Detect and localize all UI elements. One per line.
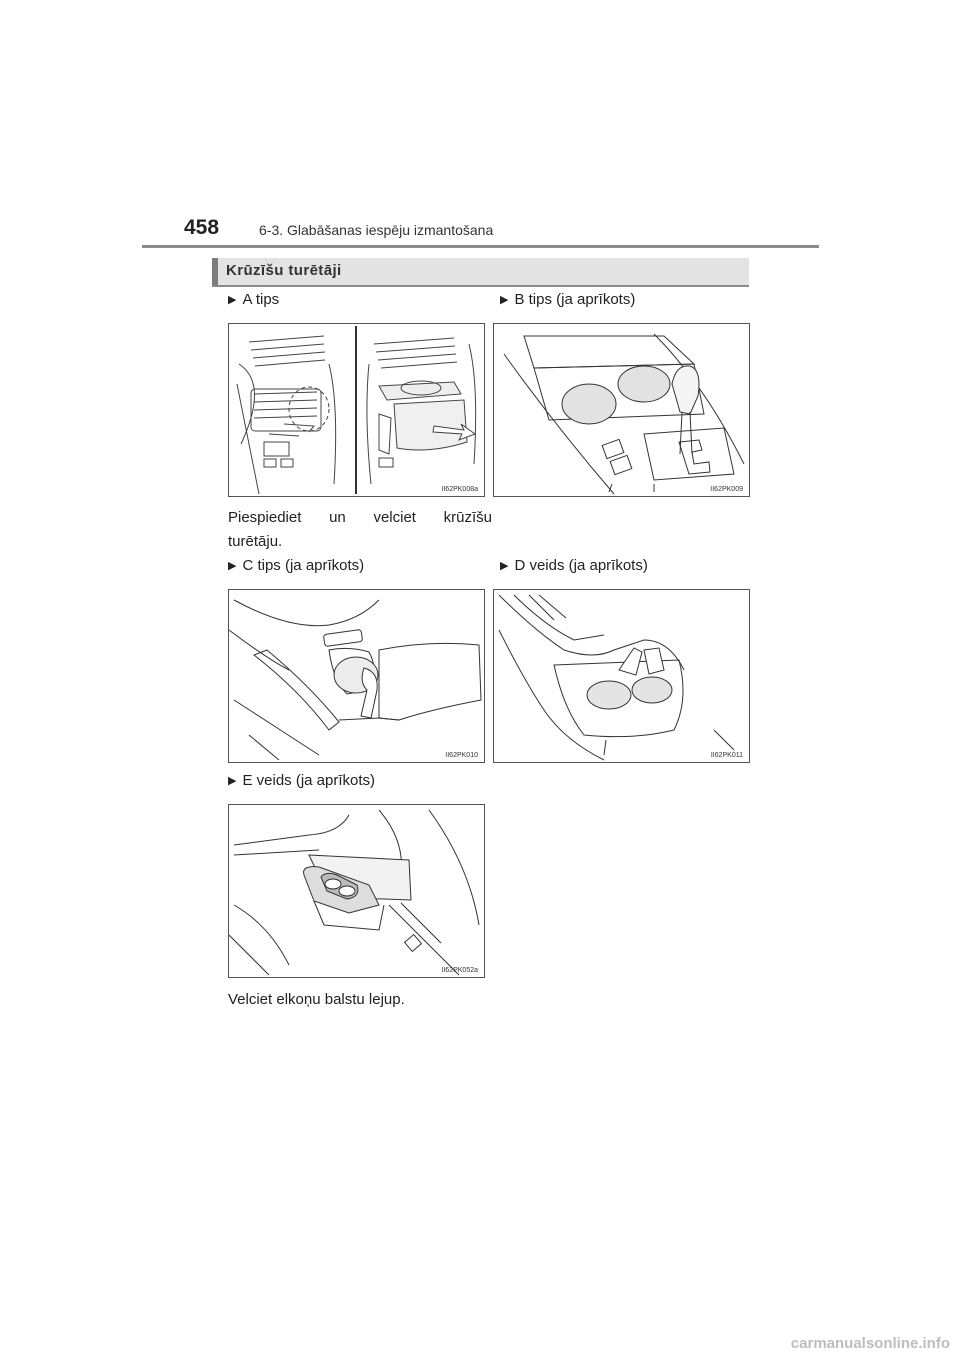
- figure-d-label: ▶D veids (ja aprīkots): [500, 557, 648, 574]
- figure-d-code: II62PK011: [710, 752, 743, 759]
- header-rule: [142, 245, 819, 248]
- page-number: 458: [184, 216, 220, 239]
- figure-c-code: II62PK010: [445, 752, 478, 759]
- figure-b-illustration: II62PK009: [493, 323, 750, 497]
- triangle-bullet-icon: ▶: [228, 775, 237, 787]
- triangle-bullet-icon: ▶: [228, 294, 237, 306]
- triangle-bullet-icon: ▶: [500, 294, 509, 306]
- figure-a-instruction-line1: Piespiediet un velciet krūzīšu: [228, 509, 492, 526]
- figure-e-illustration: II62PK052a: [228, 804, 485, 978]
- figure-e-label: ▶E veids (ja aprīkots): [228, 772, 376, 789]
- subheading-rule: [212, 285, 749, 287]
- subheading-accent: [212, 258, 218, 285]
- figure-c-label: ▶C tips (ja aprīkots): [228, 557, 365, 574]
- figure-b-code: II62PK009: [710, 486, 743, 493]
- figure-b-label: ▶B tips (ja aprīkots): [500, 291, 636, 308]
- figure-a-instruction-line2: turētāju.: [228, 533, 283, 550]
- figure-c-illustration: II62PK010: [228, 589, 485, 763]
- triangle-bullet-icon: ▶: [500, 560, 509, 572]
- subheading-title: Krūzīšu turētāji: [226, 262, 342, 279]
- figure-d-illustration: II62PK011: [493, 589, 750, 763]
- triangle-bullet-icon: ▶: [228, 560, 237, 572]
- figure-a-label: ▶A tips: [228, 291, 280, 308]
- figure-a-illustration: II62PK008a: [228, 323, 485, 497]
- figure-e-code: II62PK052a: [441, 967, 478, 974]
- section-title: 6-3. Glabāšanas iespēju izmantošana: [259, 222, 494, 238]
- site-watermark: carmanualsonline.info: [790, 1335, 950, 1352]
- figure-e-instruction: Velciet elkoņu balstu lejup.: [228, 991, 405, 1008]
- subheading-box: Krūzīšu turētāji: [212, 258, 749, 287]
- figure-a-code: II62PK008a: [441, 486, 478, 493]
